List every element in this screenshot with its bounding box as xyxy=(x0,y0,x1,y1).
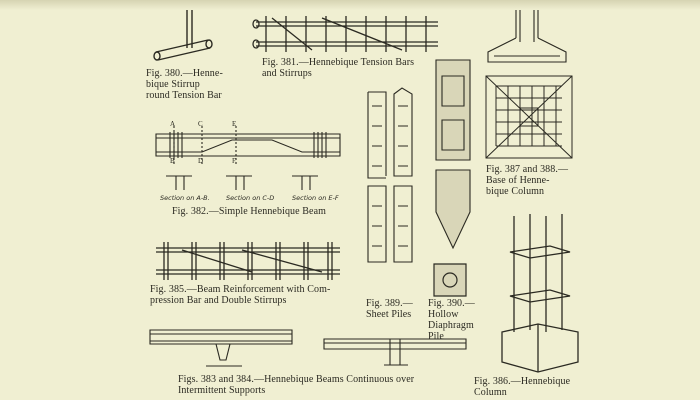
fig382-simple-beam-drawing xyxy=(152,118,344,198)
fig380-stirrup-drawing xyxy=(150,8,220,68)
fig387-388-caption: Fig. 387 and 388.— Base of Henne- bique … xyxy=(486,164,569,197)
fig382-section-ab: Section on A-B. xyxy=(160,194,210,202)
fig389-caption: Fig. 389.— Sheet Piles xyxy=(366,298,413,320)
fig389-sheet-piles-drawing xyxy=(362,86,418,272)
fig382-label-b: B xyxy=(170,157,175,165)
fig384-continuous-beam-drawing xyxy=(320,335,470,371)
fig382-label-f: F xyxy=(232,157,236,165)
fig390-caption: Fig. 390.— Hollow Diaphragm Pile xyxy=(428,298,475,342)
fig388-column-base-plan-drawing xyxy=(482,72,576,162)
fig386-caption: Fig. 386.—Hennebique Column xyxy=(474,376,571,398)
fig382-label-a: A xyxy=(170,120,176,128)
fig383-384-caption: Figs. 383 and 384.—Hennebique Beams Cont… xyxy=(178,374,415,396)
fig382-caption: Fig. 382.—Simple Hennebique Beam xyxy=(172,206,327,217)
fig381-caption: Fig. 381.—Hennebique Tension Bars and St… xyxy=(262,57,415,79)
fig382-label-c: C xyxy=(198,120,203,128)
fig386-column-drawing xyxy=(494,212,586,376)
fig390-hollow-pile-drawing xyxy=(430,56,476,252)
fig380-caption: Fig. 380.—Henne- bique Stirrup round Ten… xyxy=(146,68,223,101)
fig385-beam-reinforcement-drawing xyxy=(152,238,344,284)
fig381-tension-bars-drawing xyxy=(252,10,442,54)
fig382-label-d: D xyxy=(198,157,204,165)
fig382-section-cd: Section on C-D xyxy=(226,194,275,202)
fig385-caption: Fig. 385.—Beam Reinforcement with Com- p… xyxy=(150,284,331,306)
fig382-section-ef: Section on E-F xyxy=(292,194,339,202)
fig387-column-base-elevation-drawing xyxy=(482,8,572,66)
fig383-continuous-beam-drawing xyxy=(146,326,296,370)
fig382-label-e: E xyxy=(232,120,237,128)
fig390-cross-section-drawing xyxy=(432,262,468,298)
